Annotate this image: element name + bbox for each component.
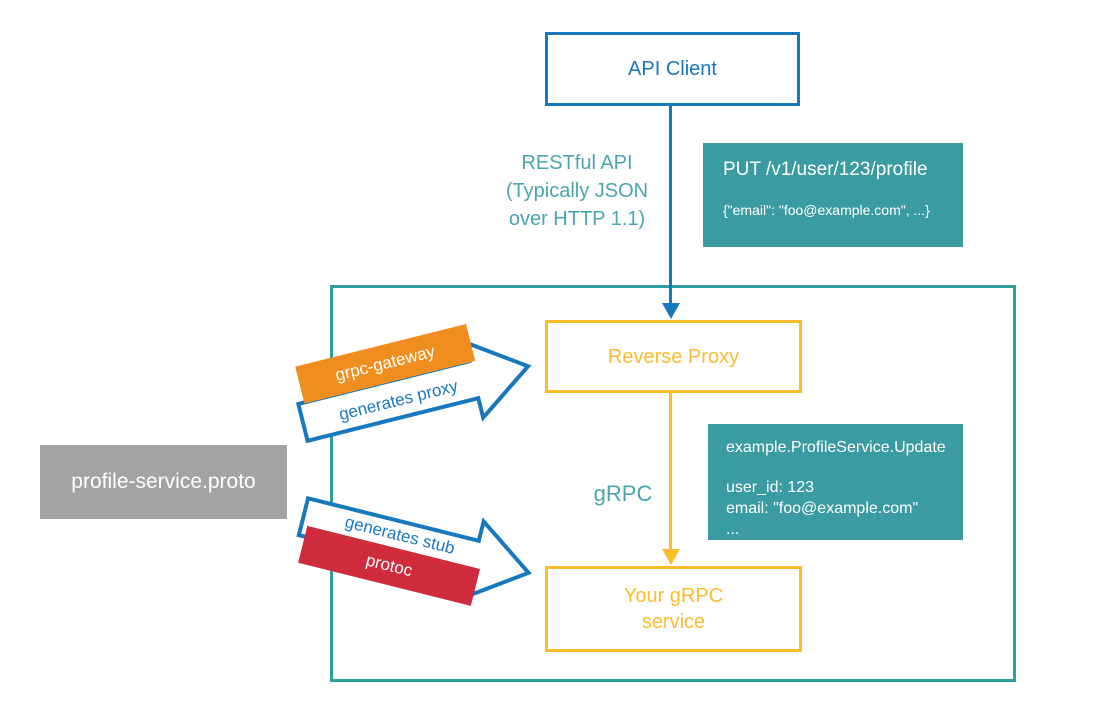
your-grpc-service-label: Your gRPC service <box>624 583 723 635</box>
api-client-node: API Client <box>545 32 800 106</box>
rest-request-message-box: PUT /v1/user/123/profile {"email": "foo@… <box>703 143 963 247</box>
restful-api-line-3: over HTTP 1.1) <box>508 208 646 230</box>
rest-connector-line <box>669 105 672 304</box>
rest-request-body: {"email": "foo@example.com", ...} <box>723 202 930 218</box>
grpc-request-message-box: example.ProfileService.Update user_id: 1… <box>708 424 963 540</box>
your-grpc-service-line-1: Your gRPC <box>623 585 724 607</box>
restful-api-line-2: (Typically JSON <box>505 180 649 202</box>
grpc-label: gRPC <box>593 481 653 506</box>
grpc-request-line-2: email: "foo@example.com" <box>726 500 919 517</box>
grpc-connector-line <box>669 392 672 550</box>
protoc-tool-label: protoc <box>363 550 415 581</box>
gateway-generator-group: generates proxy grpc-gateway <box>287 310 544 465</box>
your-grpc-service-line-2: service <box>641 611 706 633</box>
proto-file-box: profile-service.proto <box>40 445 287 519</box>
restful-api-label: RESTful API (Typically JSON over HTTP 1.… <box>468 149 686 233</box>
grpc-request-line-1: user_id: 123 <box>726 479 815 496</box>
your-grpc-service-node: Your gRPC service <box>545 566 802 652</box>
gateway-block-arrow-icon: generates proxy <box>295 338 532 444</box>
reverse-proxy-label: Reverse Proxy <box>607 345 740 368</box>
grpc-connector-arrowhead-icon <box>662 549 680 565</box>
grpc-request-line-3: ... <box>726 521 740 538</box>
api-client-label: API Client <box>628 57 717 80</box>
protoc-generator-group: generates stub protoc <box>287 475 544 630</box>
rest-connector-arrowhead-icon <box>662 303 680 319</box>
restful-api-line-1: RESTful API <box>521 152 633 174</box>
grpc-system-boundary-box <box>330 285 1016 682</box>
proto-file-label: profile-service.proto <box>71 470 256 493</box>
reverse-proxy-node: Reverse Proxy <box>545 320 802 393</box>
grpc-request-title: example.ProfileService.Update <box>726 439 946 456</box>
rest-request-title: PUT /v1/user/123/profile <box>723 159 928 180</box>
